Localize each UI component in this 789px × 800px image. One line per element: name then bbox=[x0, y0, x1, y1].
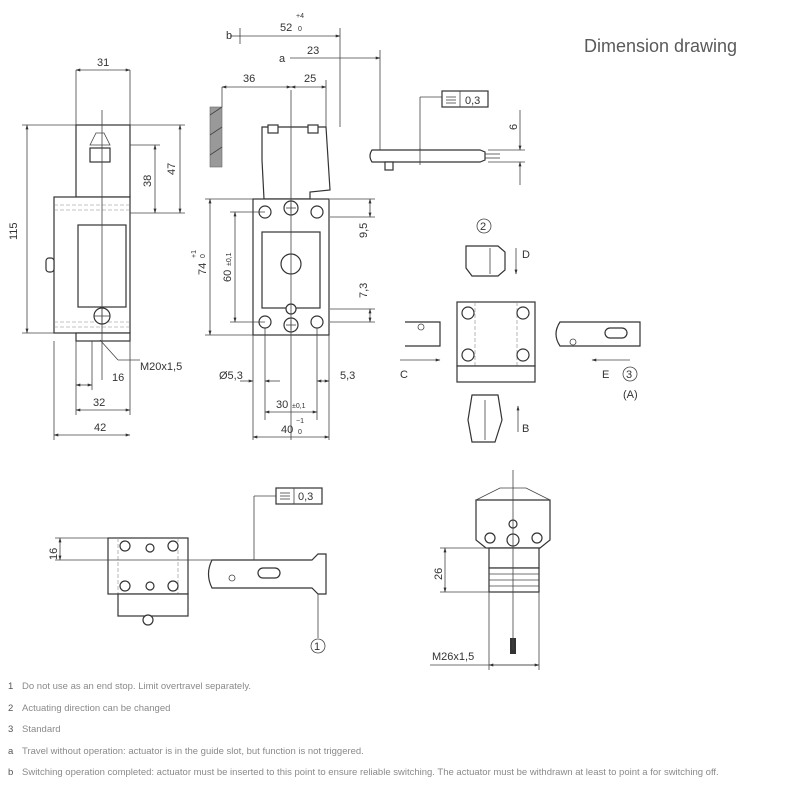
actuator-top: 0,3 6 bbox=[369, 90, 525, 185]
dim-26: 26 bbox=[433, 568, 445, 580]
dim-47: 47 bbox=[166, 163, 178, 175]
callout-1: 1 bbox=[314, 641, 320, 653]
direction-view: 2 D C E 3 (A) B bbox=[400, 218, 641, 443]
label-b: b bbox=[226, 30, 232, 42]
label-c: C bbox=[400, 369, 408, 381]
label-a-std: (A) bbox=[623, 389, 638, 401]
dim-m26: M26x1,5 bbox=[432, 651, 474, 663]
tol-74-lo: 0 bbox=[200, 254, 207, 258]
dim-74: 74 bbox=[197, 263, 209, 275]
dim-60: 60 bbox=[222, 270, 234, 282]
label-b-dir: B bbox=[522, 423, 529, 435]
dim-31: 31 bbox=[97, 57, 109, 69]
dim-32: 32 bbox=[93, 397, 105, 409]
dim-9-5: 9,5 bbox=[358, 223, 370, 238]
dim-6: 6 bbox=[508, 124, 520, 130]
dimension-drawing: 31 115 47 38 M20x1,5 16 32 42 bbox=[8, 13, 641, 670]
dim-m20: M20x1,5 bbox=[140, 361, 182, 373]
tol-52-lo: 0 bbox=[298, 26, 302, 33]
tol-52-up: +4 bbox=[296, 13, 304, 20]
tol-40-up: −1 bbox=[296, 418, 304, 425]
tol-74-up: +1 bbox=[191, 250, 198, 258]
front-view-dimensions: b 52 +4 0 a 23 36 25 9,5 7,3 74 +1 0 bbox=[191, 13, 381, 440]
bottom-side-view: 16 0,3 1 bbox=[48, 487, 327, 654]
dim-42: 42 bbox=[94, 422, 106, 434]
callout-3: 3 bbox=[626, 369, 632, 381]
dim-25: 25 bbox=[304, 73, 316, 85]
dim-16-left: 16 bbox=[112, 372, 124, 384]
dim-23: 23 bbox=[307, 45, 319, 57]
tol-30: ±0,1 bbox=[292, 403, 306, 410]
tol-60: ±0,1 bbox=[226, 252, 233, 266]
label-d: D bbox=[522, 249, 530, 261]
dim-d5-3: Ø5,3 bbox=[219, 370, 243, 382]
side-view bbox=[45, 110, 131, 380]
drawing-title: Dimension drawing bbox=[584, 36, 738, 56]
dim-7-3: 7,3 bbox=[358, 283, 370, 298]
dim-115: 115 bbox=[8, 222, 20, 240]
dim-30: 30 bbox=[276, 399, 288, 411]
dim-36: 36 bbox=[243, 73, 255, 85]
dim-16-bottom: 16 bbox=[48, 548, 60, 560]
dim-38: 38 bbox=[142, 175, 154, 187]
flatness-value: 0,3 bbox=[465, 95, 480, 107]
label-a: a bbox=[279, 53, 286, 65]
dim-5-3: 5,3 bbox=[340, 370, 355, 382]
label-e: E bbox=[602, 369, 609, 381]
callout-2: 2 bbox=[480, 221, 486, 233]
dim-52: 52 bbox=[280, 22, 292, 34]
bottom-front-view: 26 M26x1,5 bbox=[430, 470, 551, 670]
dim-40: 40 bbox=[281, 424, 293, 436]
tol-40-lo: 0 bbox=[298, 429, 302, 436]
flatness-value-bottom: 0,3 bbox=[298, 491, 313, 503]
side-view-dimensions: 31 115 47 38 M20x1,5 16 32 42 bbox=[8, 57, 185, 440]
front-view bbox=[209, 90, 331, 440]
